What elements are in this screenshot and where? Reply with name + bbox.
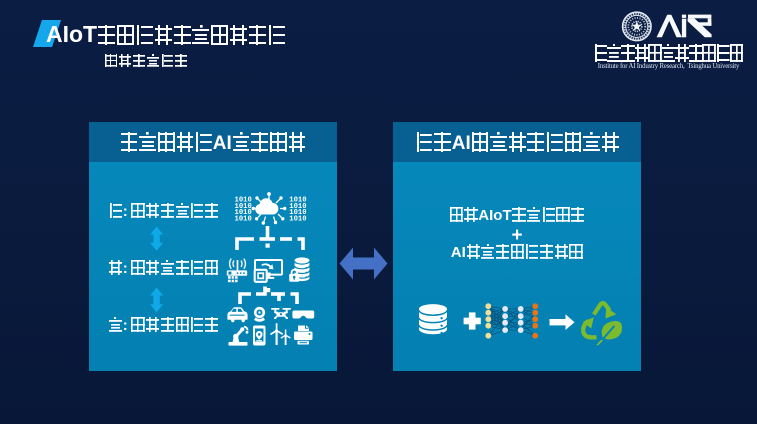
svg-text:1010: 1010 <box>289 197 306 205</box>
svg-text:1010: 1010 <box>289 209 306 217</box>
svg-text:1010: 1010 <box>235 197 252 205</box>
svg-text:1010: 1010 <box>235 209 252 217</box>
svg-text:1010: 1010 <box>235 203 252 211</box>
svg-text:1010: 1010 <box>289 203 306 211</box>
svg-text:1010: 1010 <box>289 215 306 223</box>
svg-text:1010: 1010 <box>235 215 252 223</box>
